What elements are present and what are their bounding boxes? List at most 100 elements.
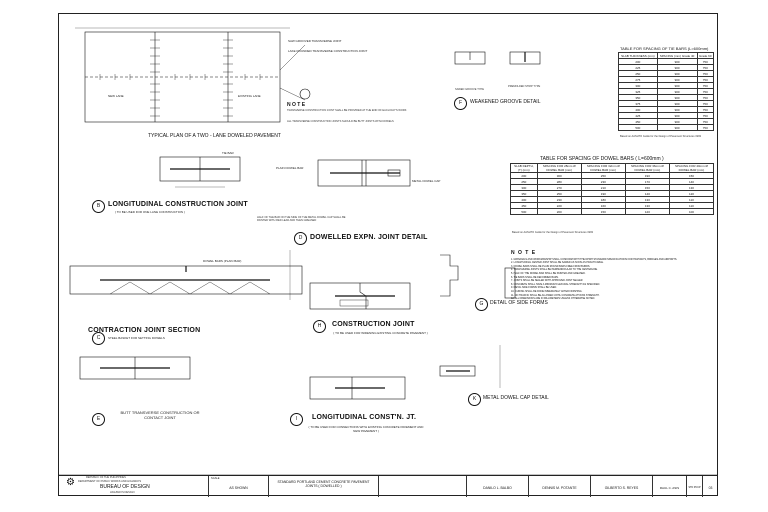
tb-bureau: BUREAU OF DESIGN — [100, 484, 150, 490]
b-title: LONGITUDINAL CONSTRUCTION JOINT — [108, 201, 248, 208]
tb-dept: DEPARTMENT OF PUBLIC WORKS AND HIGHWAYS — [78, 480, 142, 483]
tb-scale: AS SHOWN — [229, 486, 248, 490]
tb-approved-cell: RAUL C. ASIS — [652, 476, 686, 497]
table-cell: 900 — [656, 124, 698, 131]
plan-lane-new: NEW LANE — [108, 94, 124, 98]
tb-scale-label: SCALE — [211, 477, 220, 480]
h-badge: H — [313, 320, 326, 333]
tb-set-cell: STD PCCP — [686, 476, 702, 497]
tb-scale-cell: SCALE AS SHOWN — [208, 476, 268, 497]
tb-set-no: STD PCCP — [688, 486, 701, 489]
plan-lane-existing: EXISTING LANE — [238, 94, 261, 98]
dowel-table-source: Based on AASHTO Guide for the Design of … — [512, 231, 593, 234]
table-cell: 750 — [696, 124, 714, 131]
i-title: LONGITUDINAL CONST'N. JT. — [312, 414, 417, 421]
d-badge: D — [294, 232, 307, 245]
plan-note-heading: N O T E — [287, 102, 306, 108]
e-title: BUTT TRANSVERSE CONSTRUCTION OR CONTACT … — [120, 410, 200, 420]
plan-note-2: ALL TRANSVERSE CONSTRUCTION JOINTS SHOUL… — [287, 120, 394, 123]
tb-recommended-cell: GILBERTO S. REYES — [590, 476, 652, 497]
d-title: DOWELLED EXPN. JOINT DETAIL — [310, 234, 428, 241]
table-cell: 500 — [618, 124, 658, 131]
h-title: CONSTRUCTION JOINT — [332, 321, 415, 328]
d-metal-cap: METAL DOWEL CAP — [412, 179, 441, 183]
tb-sheet-cell: 03 — [702, 476, 718, 497]
plan-callout-1: SAW GROOVED TRANSVERSE JOINT — [288, 39, 342, 43]
groove-premolded-label: PREMOLDED STRIP TYPE — [508, 85, 541, 88]
dowel-header: SPACING FOR 36mm Ø DOWEL BAR (mm) — [624, 163, 670, 173]
c-subtitle: STEEL BASKET FOR SETTING DOWELS — [108, 336, 165, 340]
plan-note-1: TRANSVERSE CONSTRUCTION JOINT SHALL BE P… — [287, 109, 407, 112]
tb-recommended: GILBERTO S. REYES — [604, 486, 639, 490]
groove-badge: F — [454, 97, 467, 110]
d-note: HALF OF THE BAR ON THE SIDE OF THE METAL… — [257, 216, 346, 223]
table-cell: 500 — [510, 208, 538, 215]
c-dowel-label: DOWEL BARS (PLAIN BAR) — [203, 259, 242, 263]
general-note-item: 7. JOINTS SHALL BE SEALED WITH APPROVED … — [511, 279, 584, 283]
tie-table-title: TABLE FOR SPACING OF TIE BARS (L=600mm) — [620, 46, 709, 51]
dowel-header: SPACING FOR 28mm Ø DOWEL BAR (mm) — [536, 163, 582, 173]
tb-sheet-title: STANDARD PORTLAND CEMENT CONCRETE PAVEME… — [277, 480, 370, 489]
general-note-item: 12. ALL DIMENSIONS ARE IN MILLIMETERS UN… — [511, 297, 595, 301]
dowel-header: SPACING FOR 32mm Ø DOWEL BAR (mm) — [580, 163, 626, 173]
tb-agency-cell: REPUBLIC OF THE PHILIPPINES DEPARTMENT O… — [58, 476, 208, 497]
dowel-table-title: TABLE FOR SPACING OF DOWEL BARS ( L=600m… — [540, 156, 664, 162]
tb-approved: RAUL C. ASIS — [659, 486, 680, 490]
table-cell: 100 — [668, 208, 715, 215]
table-cell: 200 — [536, 208, 582, 215]
tie-table: SLAB THICKNESS (mm) SPACING (mm) Grade 4… — [618, 52, 714, 131]
drawing-sheet — [58, 13, 718, 496]
tb-division: HIGHWAYS DESIGN — [110, 491, 135, 494]
dpwh-seal-icon: ⚙ — [66, 477, 75, 488]
g-badge: G — [475, 298, 488, 311]
general-note-item: 5. HALF OF THE DOWEL BAR SHALL BE PAINTE… — [511, 271, 586, 275]
general-note-item: 9. METAL SIDE FORMS SHALL BE USED. — [511, 286, 557, 290]
general-note-item: 1. MATERIALS AND WORKMANSHIP SHALL CONFO… — [511, 257, 678, 261]
tb-checked-cell: DENNIS M. POTANTE — [528, 476, 590, 497]
h-subtitle: ( TO BE USED FOR WIDENING EXISTING CONCR… — [333, 331, 428, 335]
tb-checked: DENNIS M. POTANTE — [542, 486, 577, 490]
groove-sawed-label: SAWED GROOVE TYPE — [455, 88, 484, 91]
g-title: DETAIL OF SIDE FORMS — [490, 300, 548, 306]
tb-sheet-no: 03 — [708, 486, 713, 490]
general-notes-heading: N O T E — [511, 250, 537, 256]
tie-table-source: Based on AASHTO Guide for the Design of … — [620, 135, 701, 138]
tb-agency: REPUBLIC OF THE PHILIPPINES — [86, 476, 126, 479]
dowel-table: SLAB DEPTH, (T) (mm) SPACING FOR 28mm Ø … — [510, 163, 715, 215]
general-note-item: 11. NO TRAFFIC SHALL BE ALLOWED UNTIL CO… — [511, 293, 600, 297]
plan-title: TYPICAL PLAN OF A TWO - LANE DOWELED PAV… — [148, 133, 281, 139]
d-plain-dowel: PLAIN DOWEL BAR — [276, 166, 304, 170]
i-subtitle: ( TO BE USED FOR CONNECTIONS WITH EXISTI… — [308, 425, 424, 433]
table-cell: 150 — [580, 208, 626, 215]
groove-title: WEAKENED GROOVE DETAIL — [470, 99, 541, 105]
general-note-item: 4. TRANSVERSE JOINTS SHALL BE PERPENDICU… — [511, 268, 598, 272]
general-note-item: 8. CONCRETE SHALL HAVE A MINIMUM FLEXURA… — [511, 282, 601, 286]
c-badge: C — [92, 332, 105, 345]
b-subtitle: ( TO BE USED FOR ONE LANE CONSTRUCTION ) — [115, 210, 185, 214]
table-cell: 120 — [624, 208, 670, 215]
i-badge: I — [290, 413, 303, 426]
dowel-header: SPACING FOR 40mm Ø DOWEL BAR (mm) — [668, 163, 715, 173]
plan-callout-2: LAKE ROUNDED TRANSVERSE CONSTRUCTION JOI… — [288, 49, 368, 53]
tb-blank-cell — [378, 476, 466, 497]
tb-sheet-title-cell: STANDARD PORTLAND CEMENT CONCRETE PAVEME… — [268, 476, 378, 497]
general-notes: N O T E 1. MATERIALS AND WORKMANSHIP SHA… — [511, 250, 711, 301]
k-badge: K — [468, 393, 481, 406]
tb-designed: DANILO L. BALBO — [483, 486, 512, 490]
e-badge: E — [92, 413, 105, 426]
c-title: CONTRACTION JOINT SECTION — [88, 327, 201, 334]
general-note-item: 6. TIE BARS SHALL BE DEFORMED BARS. — [511, 275, 559, 279]
tb-designed-cell: DANILO L. BALBO — [466, 476, 528, 497]
general-note-item: 3. DOWEL BARS SHALL BE PLAIN ROUND BARS … — [511, 264, 591, 268]
title-block: ⚙ REPUBLIC OF THE PHILIPPINES DEPARTMENT… — [58, 475, 718, 497]
general-note-item: 10. CURING SHALL BE DONE IMMEDIATELY AFT… — [511, 289, 583, 293]
k-title: METAL DOWEL CAP DETAIL — [483, 395, 549, 401]
b-tie-bar-label: TIE BAR — [222, 151, 234, 155]
dowel-header: SLAB DEPTH, (T) (mm) — [510, 163, 538, 173]
general-note-item: 2. LONGITUDINAL CENTER JOINT SHALL BE SA… — [511, 261, 604, 265]
b-badge: B — [92, 200, 105, 213]
